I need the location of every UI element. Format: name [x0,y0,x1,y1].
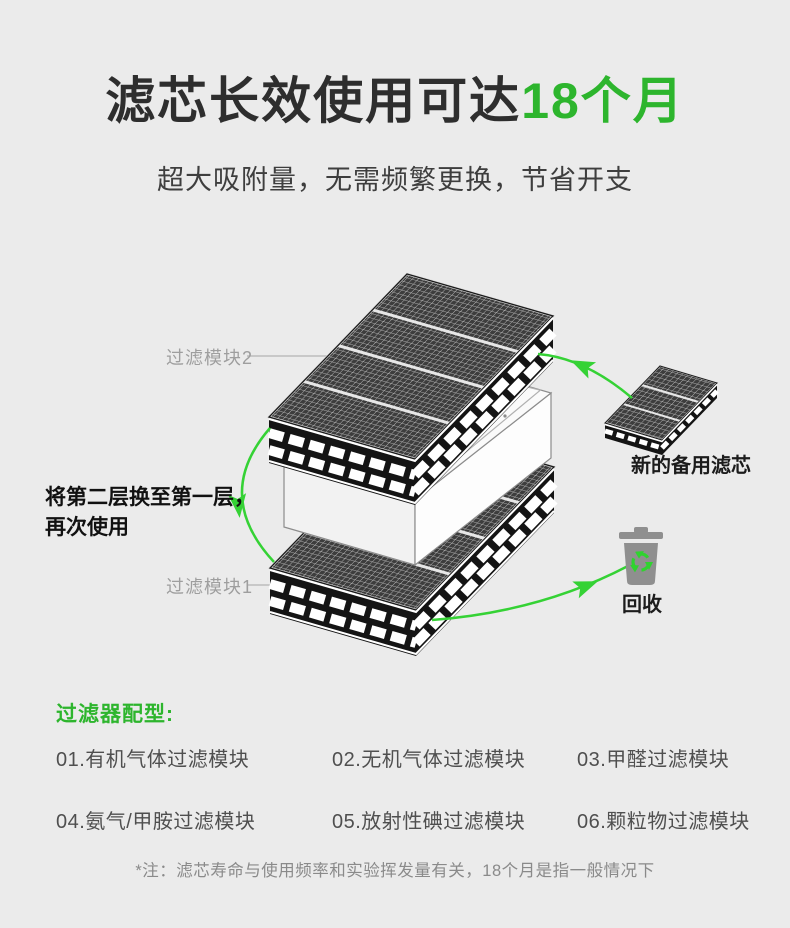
module1-label: 过滤模块1 [166,577,254,597]
swap-note-line1: 将第二层换至第一层， [45,486,255,509]
page-subtitle: 超大吸附量，无需频繁更换，节省开支 [157,165,633,195]
spare-filter-module [603,364,719,455]
filter-option-item: 06.颗粒物过滤模块 [577,811,750,833]
page-title-green-highlight: 18个月 [521,73,685,129]
filter-option-item: 03.甲醛过滤模块 [577,749,730,771]
filter-options-heading: 过滤器配型: [56,703,174,726]
swap-down-arrow [228,427,275,563]
spare-filter-label: 新的备用滤芯 [631,455,751,477]
filter-option-item: 05.放射性碘过滤模块 [332,811,526,833]
filter-options-grid: 01.有机气体过滤模块 02.无机气体过滤模块 03.甲醛过滤模块 04.氨气/… [56,743,790,834]
recycle-bin-icon [619,527,663,585]
page-title-black: 滤芯长效使用可达 [105,73,522,129]
module2-label: 过滤模块2 [166,348,254,368]
recycle-arrows-glyph [630,551,653,573]
footnote: *注：滤芯寿命与使用频率和实验挥发量有关，18个月是指一般情况下 [135,862,655,880]
top-filter-module [266,272,557,505]
swap-note-line2: 再次使用 [45,516,129,539]
swap-instruction-note: 将第二层换至第一层， 再次使用 [45,483,255,543]
page-title: 滤芯长效使用可达18个月 [0,74,790,129]
filter-option-item: 01.有机气体过滤模块 [56,749,250,771]
install-spare-arrow [537,352,633,399]
filter-cycle-diagram [228,272,719,656]
recycle-label: 回收 [622,594,662,616]
recycle-arrow [431,564,629,622]
filter-option-item: 02.无机气体过滤模块 [332,749,526,771]
filter-option-item: 04.氨气/甲胺过滤模块 [56,811,256,833]
